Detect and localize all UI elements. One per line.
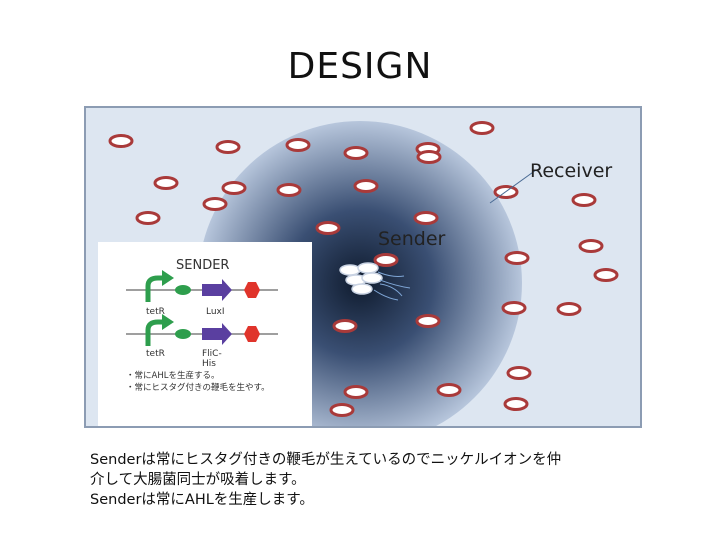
receiver-cell [436,383,462,397]
receiver-cell [416,150,442,164]
sender-cell [351,283,373,295]
sender-cell [361,272,383,284]
receiver-cell [593,268,619,282]
receiver-cell [332,319,358,333]
sender-cell [357,262,379,274]
receiver-pointer-line [489,169,537,204]
receiver-cells [108,121,619,417]
receiver-cell [469,121,495,135]
receiver-cell [556,302,582,316]
receiver-cell [504,251,530,265]
sender-cells [339,262,411,301]
receiver-cell [315,221,341,235]
gene-label-tetr-2: tetR [146,349,165,359]
inset-note-2: ・常にヒスタグ付きの鞭毛を生やす。 [126,382,270,393]
gene-arrow-flic [202,323,232,345]
promoter-arrow-2 [145,319,164,346]
receiver-cell [276,183,302,197]
receiver-cell [501,301,527,315]
gene-label-luxi: LuxI [206,307,225,317]
gene-label-flic-2: His [202,359,216,369]
gene-label-tetr-1: tetR [146,307,165,317]
promoter-arrowhead-1 [162,270,174,286]
receiver-cell [353,179,379,193]
inset-heading: SENDER [176,258,229,273]
flagella [373,271,411,301]
terminator-2 [244,326,260,342]
gene-label-flic-1: FliC- [202,349,222,359]
receiver-cell [373,253,399,267]
caption-line-1: Senderは常にヒスタグ付きの鞭毛が生えているのでニッケルイオンを仲 [90,452,562,468]
slide-title: DESIGN [287,46,433,87]
receiver-cell [153,176,179,190]
sender-label: Sender [378,228,446,250]
caption-line-2: 介して大腸菌同士が吸着します。 [90,472,306,488]
receiver-cell [285,138,311,152]
caption: Senderは常にヒスタグ付きの鞭毛が生えているのでニッケルイオンを仲 介して大… [90,450,690,510]
gene-arrow-luxi [202,279,232,301]
receiver-cell [108,134,134,148]
inset-note-1: ・常にAHLを生産する。 [126,370,219,381]
caption-line-3: Senderは常にAHLを生産します。 [90,492,314,508]
sender-construct-inset: SENDER tetR LuxI tetR FliC- His ・常にAHLを生… [98,242,312,426]
receiver-cell [202,197,228,211]
receiver-cell [415,314,441,328]
receiver-cell [571,193,597,207]
sender-construct-diagram: SENDER tetR LuxI tetR FliC- His ・常にAHLを生… [126,258,278,393]
receiver-cell [215,140,241,154]
rbs-1 [175,285,191,295]
receiver-cell [413,211,439,225]
receiver-cell [343,146,369,160]
receiver-cell [578,239,604,253]
rbs-2 [175,329,191,339]
promoter-arrowhead-2 [162,314,174,330]
receiver-label: Receiver [530,160,613,182]
receiver-cell [506,366,532,380]
receiver-cell [343,385,369,399]
receiver-cell [135,211,161,225]
receiver-cell [221,181,247,195]
receiver-cell [329,403,355,417]
promoter-arrow-1 [145,275,164,302]
terminator-1 [244,282,260,298]
sender-cell [339,264,361,276]
receiver-cell [503,397,529,411]
